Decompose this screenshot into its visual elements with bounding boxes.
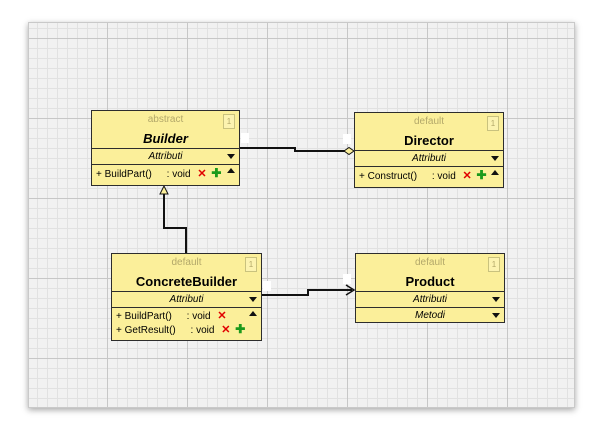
collapse-up-icon[interactable] [249, 311, 257, 316]
class-director[interactable]: default Director 1 Attributi + Construct… [354, 112, 504, 188]
attributes-label: Attributi [412, 153, 446, 164]
stereotype-label: default [413, 116, 445, 127]
methods-label: Metodi [414, 310, 445, 321]
delete-icon[interactable]: ✕ [197, 168, 207, 180]
add-icon[interactable]: ✚ [235, 322, 246, 336]
class-name[interactable]: ConcreteBuilder [135, 274, 238, 289]
operations-section[interactable]: + BuildPart() : void ✕ + GetResult() : v… [112, 308, 261, 339]
class-builder[interactable]: abstract Builder 1 Attributi + BuildPart… [91, 110, 240, 186]
operation-name: + GetResult() [116, 325, 176, 336]
operation-row[interactable]: + BuildPart() : void ✕ [116, 310, 257, 323]
delete-icon[interactable]: ✕ [462, 170, 472, 182]
class-header[interactable]: default ConcreteBuilder 1 [112, 254, 261, 292]
stereotype-label: abstract [147, 114, 184, 125]
attributes-section[interactable]: Attributi [92, 149, 239, 165]
instance-count-badge: 1 [487, 116, 499, 131]
operation-return-type: : void [190, 325, 215, 336]
instance-count-badge: 1 [488, 257, 500, 272]
collapse-down-icon[interactable] [249, 297, 257, 302]
collapse-down-icon[interactable] [227, 154, 235, 159]
aggregation-line[interactable] [240, 147, 347, 152]
stereotype-label: default [171, 257, 202, 268]
collapse-down-icon[interactable] [492, 313, 500, 318]
class-name[interactable]: Builder [143, 131, 188, 146]
attributes-section[interactable]: Attributi [355, 151, 503, 167]
attributes-section[interactable]: Attributi [112, 292, 261, 308]
attributes-label: Attributi [169, 294, 204, 305]
class-concrete-builder[interactable]: default ConcreteBuilder 1 Attributi + Bu… [111, 253, 262, 341]
operation-name: + BuildPart() [96, 169, 152, 180]
collapse-up-icon[interactable] [491, 170, 499, 175]
attributes-section[interactable]: Attributi [356, 292, 504, 308]
operation-name: + Construct() [359, 171, 418, 182]
operation-name: + BuildPart() [116, 311, 172, 322]
class-name[interactable]: Director [404, 133, 454, 148]
add-icon[interactable]: ✚ [211, 166, 222, 180]
add-icon[interactable]: ✚ [476, 168, 487, 182]
diagram-canvas[interactable]: abstract Builder 1 Attributi + BuildPart… [28, 22, 575, 408]
operation-return-type: : void [166, 169, 191, 180]
relations-layer [159, 146, 356, 296]
aggregation-diamond [343, 146, 355, 156]
operation-return-type: : void [431, 171, 456, 182]
class-name[interactable]: Product [405, 274, 455, 289]
collapse-up-icon[interactable] [227, 168, 235, 173]
inheritance-arrowhead [159, 184, 169, 195]
collapse-down-icon[interactable] [491, 156, 499, 161]
operations-section[interactable]: + Construct() : void ✕ ✚ [355, 167, 503, 185]
class-header[interactable]: abstract Builder 1 [92, 111, 239, 149]
operation-row[interactable]: + GetResult() : void ✕ ✚ [116, 322, 257, 337]
operation-return-type: : void [186, 311, 211, 322]
class-header[interactable]: default Director 1 [355, 113, 503, 151]
association-arrowhead [345, 284, 356, 296]
attributes-label: Attributi [148, 151, 183, 162]
delete-icon[interactable]: ✕ [221, 324, 231, 336]
connector-handle[interactable] [263, 281, 271, 291]
operations-section[interactable]: + BuildPart() : void ✕ ✚ [92, 165, 239, 183]
operation-row[interactable]: + Construct() : void ✕ ✚ [359, 168, 499, 183]
instance-count-badge: 1 [245, 257, 257, 272]
delete-icon[interactable]: ✕ [217, 310, 227, 322]
collapse-down-icon[interactable] [492, 297, 500, 302]
class-product[interactable]: default Product 1 Attributi Metodi [355, 253, 505, 323]
connector-handle[interactable] [343, 134, 351, 144]
stereotype-label: default [414, 257, 446, 268]
connector-handle[interactable] [241, 133, 249, 143]
class-header[interactable]: default Product 1 [356, 254, 504, 292]
connector-handle[interactable] [343, 274, 351, 284]
attributes-label: Attributi [413, 294, 447, 305]
methods-section[interactable]: Metodi [356, 308, 504, 323]
operation-row[interactable]: + BuildPart() : void ✕ ✚ [96, 166, 235, 181]
instance-count-badge: 1 [223, 114, 235, 129]
inheritance-line[interactable] [163, 193, 187, 253]
association-line[interactable] [262, 289, 352, 296]
